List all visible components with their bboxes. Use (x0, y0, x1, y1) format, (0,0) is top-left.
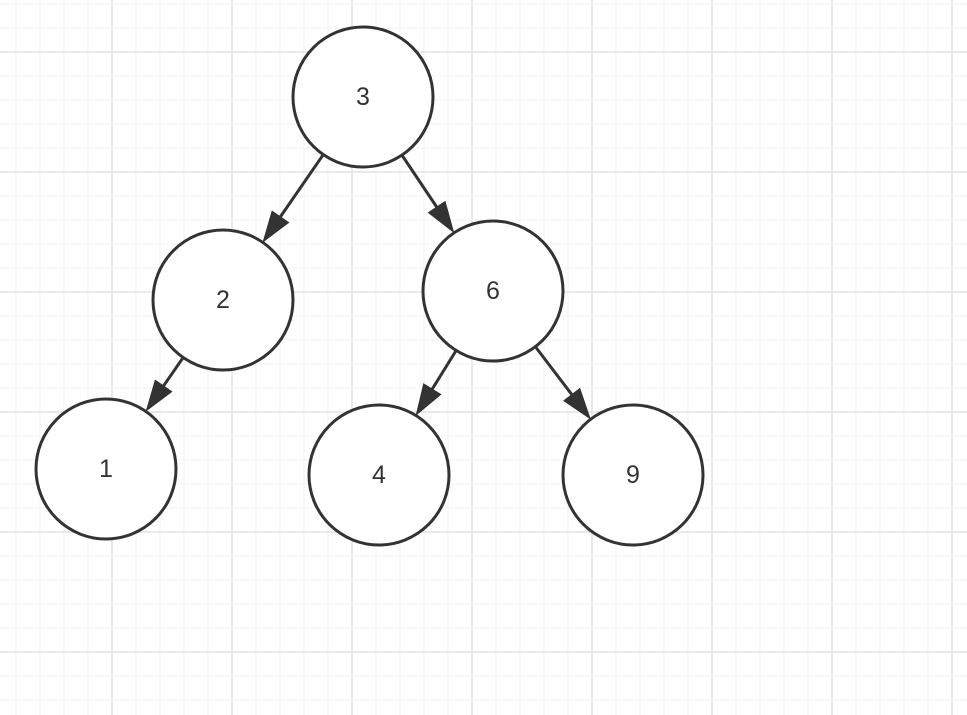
edge-line (161, 357, 184, 389)
node-label: 2 (216, 286, 230, 314)
tree-node-6: 6 (421, 219, 565, 363)
tree-node-9: 9 (561, 403, 705, 547)
arrowhead-icon (145, 379, 173, 412)
node-label: 3 (356, 83, 370, 111)
edge-line (429, 350, 457, 392)
node-label: 9 (626, 461, 640, 489)
edge-n6-n9 (534, 346, 591, 420)
tree-edges (145, 154, 591, 420)
edge-line (534, 346, 575, 398)
node-label: 6 (486, 277, 500, 305)
node-circle (561, 403, 705, 547)
arrowhead-icon (563, 387, 591, 420)
tree-node-3: 3 (291, 25, 435, 169)
node-circle (34, 397, 178, 541)
arrowhead-icon (262, 210, 290, 243)
edge-n6-n4 (415, 350, 457, 416)
arrowhead-icon (427, 200, 455, 234)
node-label: 4 (372, 461, 386, 489)
node-circle (151, 228, 295, 372)
edge-line (277, 154, 324, 220)
node-circle (307, 403, 451, 547)
tree-node-1: 1 (34, 397, 178, 541)
node-label: 1 (99, 455, 113, 483)
edge-n3-n2 (262, 154, 324, 243)
edge-n2-n1 (145, 357, 184, 412)
edge-n3-n6 (401, 155, 455, 234)
tree-nodes: 3 2 6 1 4 9 (34, 25, 705, 547)
edge-line (401, 155, 440, 210)
node-circle (421, 219, 565, 363)
tree-node-2: 2 (151, 228, 295, 372)
node-circle (291, 25, 435, 169)
arrowhead-icon (415, 383, 442, 416)
tree-node-4: 4 (307, 403, 451, 547)
